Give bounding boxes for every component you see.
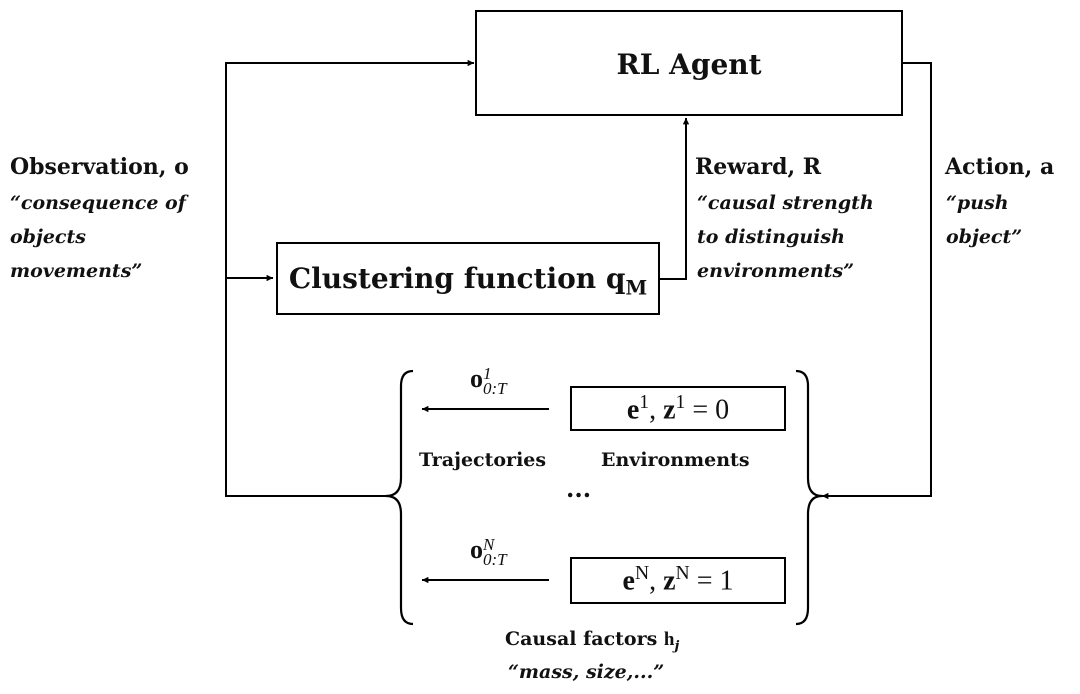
env-1-z: z	[663, 394, 676, 426]
env-n-e: e	[622, 565, 635, 597]
env-n-z: z	[663, 565, 676, 597]
left-brace	[385, 369, 414, 626]
clustering-label: Clustering function qM	[277, 262, 659, 300]
observation-quote: “consequence of objects movements”	[10, 186, 186, 288]
trajectory-1-sub: 0:T	[483, 379, 507, 399]
env-1-z-sup: 1	[675, 392, 686, 413]
trajectory-n-symbol: o	[470, 535, 483, 564]
trajectory-1-symbol: o	[470, 364, 483, 393]
environment-1-box	[570, 386, 786, 431]
reward-quote-line: “causal strength	[697, 192, 874, 214]
causal-factors-symbol: h	[663, 629, 675, 650]
environment-n-box	[570, 557, 786, 604]
causal-factors-text: Causal factors	[505, 628, 664, 650]
action-quote-line: object”	[946, 226, 1023, 248]
reward-arrow	[659, 118, 690, 280]
observation-quote-line: movements”	[10, 260, 143, 282]
clustering-box	[276, 242, 660, 315]
reward-quote: “causal strength to distinguish environm…	[697, 186, 874, 288]
observation-title: Observation, o	[10, 154, 189, 180]
action-quote: “push object”	[946, 186, 1022, 254]
action-quote-line: “push	[946, 192, 1009, 214]
causal-factors-subscript: j	[674, 638, 680, 654]
reward-title: Reward, R	[695, 154, 822, 180]
env-n-z-sup: N	[675, 563, 690, 584]
trajectory-n-sup: N	[483, 535, 495, 555]
right-brace	[795, 369, 823, 626]
clustering-text: Clustering function	[288, 262, 606, 295]
environment-1-label: e1, z1 = 0	[626, 392, 730, 426]
env-n-e-sup: N	[634, 563, 650, 584]
clustering-subscript: M	[625, 276, 648, 300]
env-1-e-sup: 1	[639, 392, 650, 413]
observation-arrow	[225, 59, 474, 497]
reward-quote-line: environments”	[697, 260, 855, 282]
action-arrow	[822, 62, 932, 500]
ellipsis: ...	[566, 474, 592, 503]
action-title: Action, a	[945, 154, 1055, 180]
environment-n-label: eN, zN = 1	[622, 563, 734, 597]
env-1-e: e	[626, 394, 640, 426]
rl-agent-label: RL Agent	[616, 48, 762, 81]
observation-quote-line: objects	[10, 226, 86, 248]
causal-factors-title: Causal factors hj	[505, 628, 679, 654]
observation-quote-line: “consequence of	[10, 192, 186, 214]
env-n-rhs: = 1	[696, 565, 734, 597]
trajectories-label: Trajectories	[419, 449, 547, 471]
trajectory-1-sup: 1	[483, 364, 492, 384]
env-1-rhs: = 0	[692, 394, 730, 426]
environments-label: Environments	[601, 449, 750, 471]
trajectory-n-sub: 0:T	[483, 550, 507, 570]
reward-quote-line: to distinguish	[697, 226, 845, 248]
rl-agent-box	[475, 10, 903, 116]
causal-factors-quote: “mass, size,...”	[508, 661, 665, 683]
clustering-symbol: q	[605, 262, 626, 295]
